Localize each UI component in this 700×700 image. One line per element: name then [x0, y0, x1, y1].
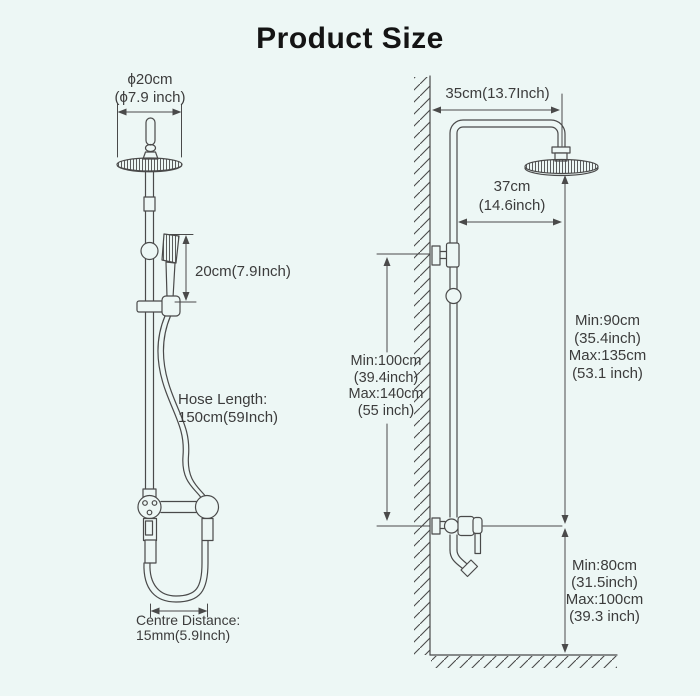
hose-length-label: Hose Length: 150cm(59Inch) — [178, 391, 278, 427]
hand-shower-holder-cup — [161, 295, 181, 317]
mixer-valve-front — [137, 488, 220, 564]
page-title: Product Size — [256, 22, 444, 55]
valve-handle — [472, 516, 483, 535]
arm-reach-label: 35cm(13.7Inch) — [445, 85, 550, 102]
riser-pipe-front — [140, 170, 159, 490]
hose-length-line1: Hose Length: — [178, 391, 268, 408]
head-diameter-line2: (ϕ7.9 inch) — [114, 88, 186, 106]
hand-shower-length-label: 20cm(7.9Inch) — [195, 263, 291, 280]
rain-shower-head-side — [524, 158, 599, 177]
hand-shower-dimension — [169, 234, 197, 303]
head-offset-label: 37cm (14.6inch) — [462, 177, 562, 215]
rain-shower-head-front — [116, 157, 183, 173]
slide-bar-bracket — [140, 241, 159, 261]
bar-height-label: Min:100cm (39.4inch) Max:140cm (55 inch) — [348, 353, 424, 419]
right-outlet — [201, 517, 214, 542]
floor — [429, 654, 618, 668]
valve-cap — [194, 494, 220, 520]
pipe-slider-knob — [445, 287, 462, 305]
arm-reach-dimension — [432, 93, 563, 147]
bottom-edge-strip — [0, 696, 700, 700]
head-height-label: Min:90cm (35.4inch) Max:135cm (53.1 inch… — [568, 312, 647, 382]
head-offset-line2: (14.6inch) — [478, 197, 546, 214]
head-diameter-label: ϕ20cm (ϕ7.9 inch) — [85, 71, 215, 106]
mixer-valve-side — [431, 515, 483, 555]
wall — [414, 75, 431, 656]
centre-distance-dimension — [150, 603, 208, 618]
head-diameter-line1: ϕ20cm — [127, 71, 173, 88]
shower-hose — [157, 315, 209, 500]
head-offset-dimension — [458, 218, 562, 226]
tub-spout — [449, 534, 479, 578]
hose-length-line2: 150cm(59Inch) — [178, 409, 279, 426]
front-view-drawing — [116, 103, 220, 618]
side-view-drawing — [376, 75, 618, 668]
centre-distance-line1: Centre Distance: — [136, 612, 241, 628]
valve-height-label: Min:80cm (31.5inch) Max:100cm (39.3 inch… — [565, 557, 644, 625]
wall-bracket — [431, 242, 462, 305]
height-dimension-line — [482, 175, 569, 653]
hand-shower-front — [136, 233, 181, 317]
shower-head-knob — [142, 117, 159, 160]
bar-height-dimension — [376, 253, 431, 527]
hose-loop — [143, 540, 209, 603]
head-offset-line1: 37cm — [493, 178, 531, 195]
centre-distance-label: Centre Distance: 15mm(5.9Inch) — [136, 613, 240, 642]
centre-distance-line2: 15mm(5.9Inch) — [136, 626, 231, 643]
head-diameter-dimension — [117, 103, 182, 158]
